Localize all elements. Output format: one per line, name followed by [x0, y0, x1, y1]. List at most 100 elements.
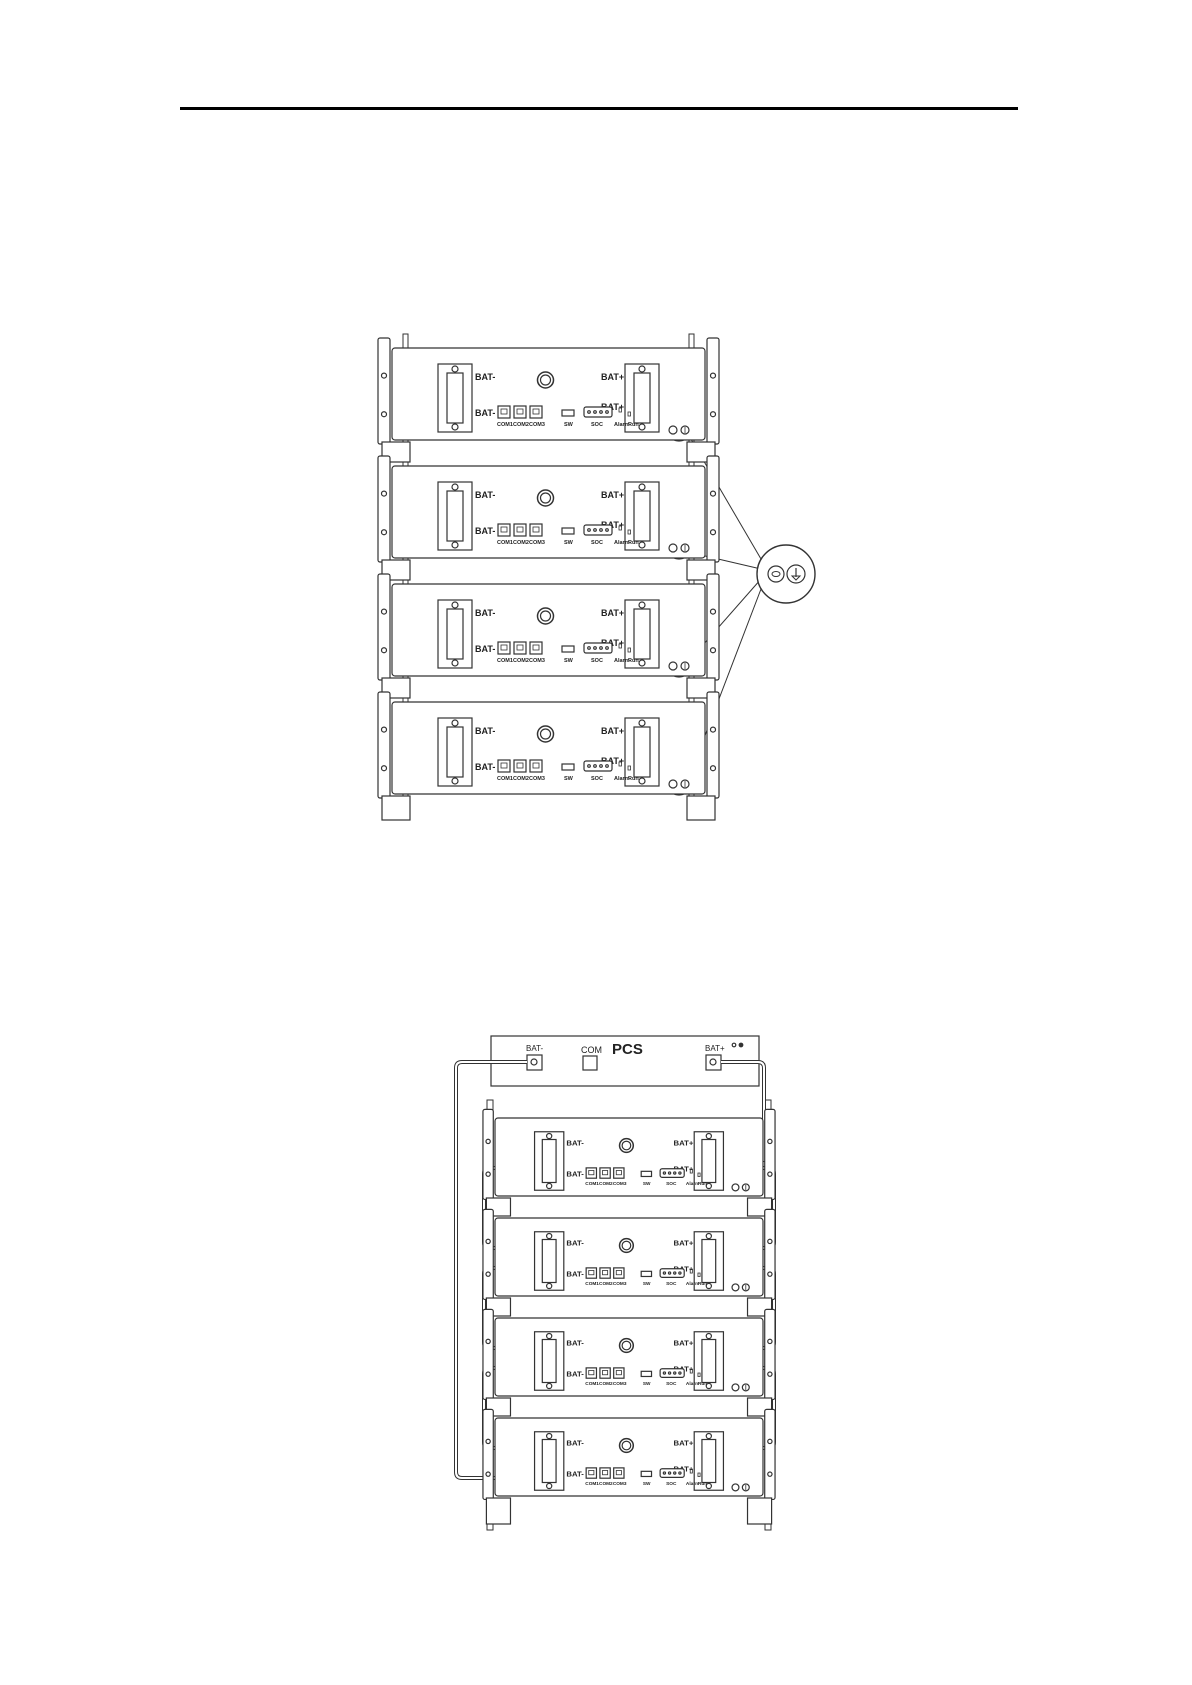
com1-label: COM1 — [497, 658, 513, 664]
bracket-screw — [638, 483, 646, 491]
bat-neg-label: BAT- — [475, 408, 495, 418]
bat-neg-label: BAT- — [566, 1139, 584, 1148]
dip-switch — [640, 1370, 653, 1378]
com1-port-jack — [588, 1470, 595, 1476]
bracket-screw — [545, 1182, 553, 1190]
bracket-screw — [705, 1432, 712, 1440]
ground-washer — [668, 543, 678, 553]
alarm-led — [689, 1169, 693, 1174]
com3-label: COM3 — [529, 540, 545, 546]
bracket-screw — [451, 423, 459, 431]
grounding-spacer-4 — [381, 795, 716, 821]
pcs-com-label: COM — [581, 1045, 602, 1055]
com1-port-jack — [500, 762, 508, 769]
bracket-window — [446, 726, 464, 778]
soc-indicator — [583, 524, 613, 536]
com1-label: COM1 — [585, 1181, 599, 1187]
soc-indicator — [659, 1368, 685, 1378]
run-label: Run — [698, 1281, 707, 1287]
bracket-window — [541, 1338, 557, 1384]
bracket-screw — [638, 659, 646, 667]
bat-neg-label: BAT- — [475, 608, 495, 618]
alarm-led — [618, 643, 622, 649]
bat-neg-label: BAT- — [566, 1239, 584, 1248]
power-button-inner — [539, 492, 552, 504]
bracket-screw — [545, 1482, 553, 1490]
soc-led — [587, 646, 591, 650]
soc-indicator — [659, 1468, 685, 1478]
run-label: Run — [628, 658, 639, 664]
ear-screw-hole — [709, 411, 717, 418]
ear-screw-hole — [767, 1471, 773, 1477]
soc-led — [673, 1471, 677, 1475]
com2-port-jack — [602, 1170, 609, 1176]
bracket-screw — [638, 719, 646, 727]
left-rack-ear — [482, 1308, 494, 1401]
soc-led — [605, 764, 609, 768]
ground-washer — [731, 1283, 740, 1292]
com3-port-jack — [615, 1370, 622, 1376]
soc-label: SOC — [666, 1481, 677, 1487]
wiring-battery-module-1: BAT-BAT-BAT+BAT+COM1COM2COM3SWSOCAlarmRu… — [482, 1108, 776, 1201]
ground-washer — [668, 661, 678, 671]
com1-label: COM1 — [585, 1381, 599, 1387]
bracket-window — [701, 1338, 717, 1384]
wiring-battery-module-3: BAT-BAT-BAT+BAT+COM1COM2COM3SWSOCAlarmRu… — [482, 1308, 776, 1401]
soc-indicator — [659, 1168, 685, 1178]
com2-label: COM2 — [599, 1381, 613, 1387]
bat-neg-label: BAT- — [475, 372, 495, 382]
bracket-screw — [545, 1232, 553, 1240]
soc-led — [673, 1271, 677, 1275]
soc-led — [662, 1371, 667, 1375]
soc-led — [667, 1271, 672, 1275]
pcs-bat-pos-screw — [709, 1058, 717, 1066]
run-led — [697, 1272, 701, 1277]
soc-led — [678, 1471, 682, 1475]
pcs-indicator-led — [731, 1042, 737, 1048]
ground-magnifier-hole — [771, 571, 781, 577]
com2-port-jack — [602, 1470, 609, 1476]
bracket-screw — [451, 659, 459, 667]
com1-label: COM1 — [497, 776, 513, 782]
bat-pos-label: BAT+ — [674, 1239, 694, 1248]
com1-label: COM1 — [497, 422, 513, 428]
com1-port-jack — [588, 1370, 595, 1376]
right-rack-ear — [764, 1408, 776, 1501]
ear-screw-hole — [485, 1438, 491, 1445]
pcs-indicator-led — [738, 1042, 744, 1048]
sw-label: SW — [564, 658, 574, 664]
right-rack-ear — [764, 1208, 776, 1301]
ear-screw-hole — [380, 647, 388, 654]
ear-screw-hole — [485, 1238, 491, 1245]
ear-screw-hole — [767, 1371, 773, 1377]
bracket-screw — [545, 1432, 553, 1440]
com1-port-jack — [588, 1270, 595, 1276]
ground-washer — [731, 1383, 740, 1392]
bat-neg-label: BAT- — [566, 1339, 584, 1348]
soc-led — [605, 646, 609, 650]
run-label: Run — [698, 1381, 707, 1387]
com3-port-jack — [615, 1470, 622, 1476]
sw-label: SW — [643, 1181, 651, 1187]
ear-screw-hole — [767, 1138, 773, 1145]
rack-foot-right — [686, 795, 716, 821]
left-rack-ear — [482, 1108, 494, 1201]
alarm-led — [689, 1469, 693, 1474]
soc-led — [593, 646, 597, 650]
com3-label: COM3 — [613, 1281, 627, 1287]
pcs-com-port — [582, 1055, 598, 1071]
dip-switch — [640, 1170, 653, 1178]
dip-switch — [561, 645, 575, 653]
soc-led — [593, 528, 597, 532]
main-positive-cable-core — [721, 1061, 765, 1161]
ear-screw-hole — [380, 411, 388, 418]
alarm-label: Alarm — [614, 540, 630, 546]
bat-neg-label: BAT- — [475, 526, 495, 536]
bat-neg-label: BAT- — [475, 490, 495, 500]
soc-label: SOC — [666, 1181, 677, 1187]
sw-label: SW — [564, 422, 574, 428]
bracket-window — [541, 1438, 557, 1484]
bracket-screw — [545, 1382, 553, 1390]
bracket-window — [633, 608, 651, 660]
